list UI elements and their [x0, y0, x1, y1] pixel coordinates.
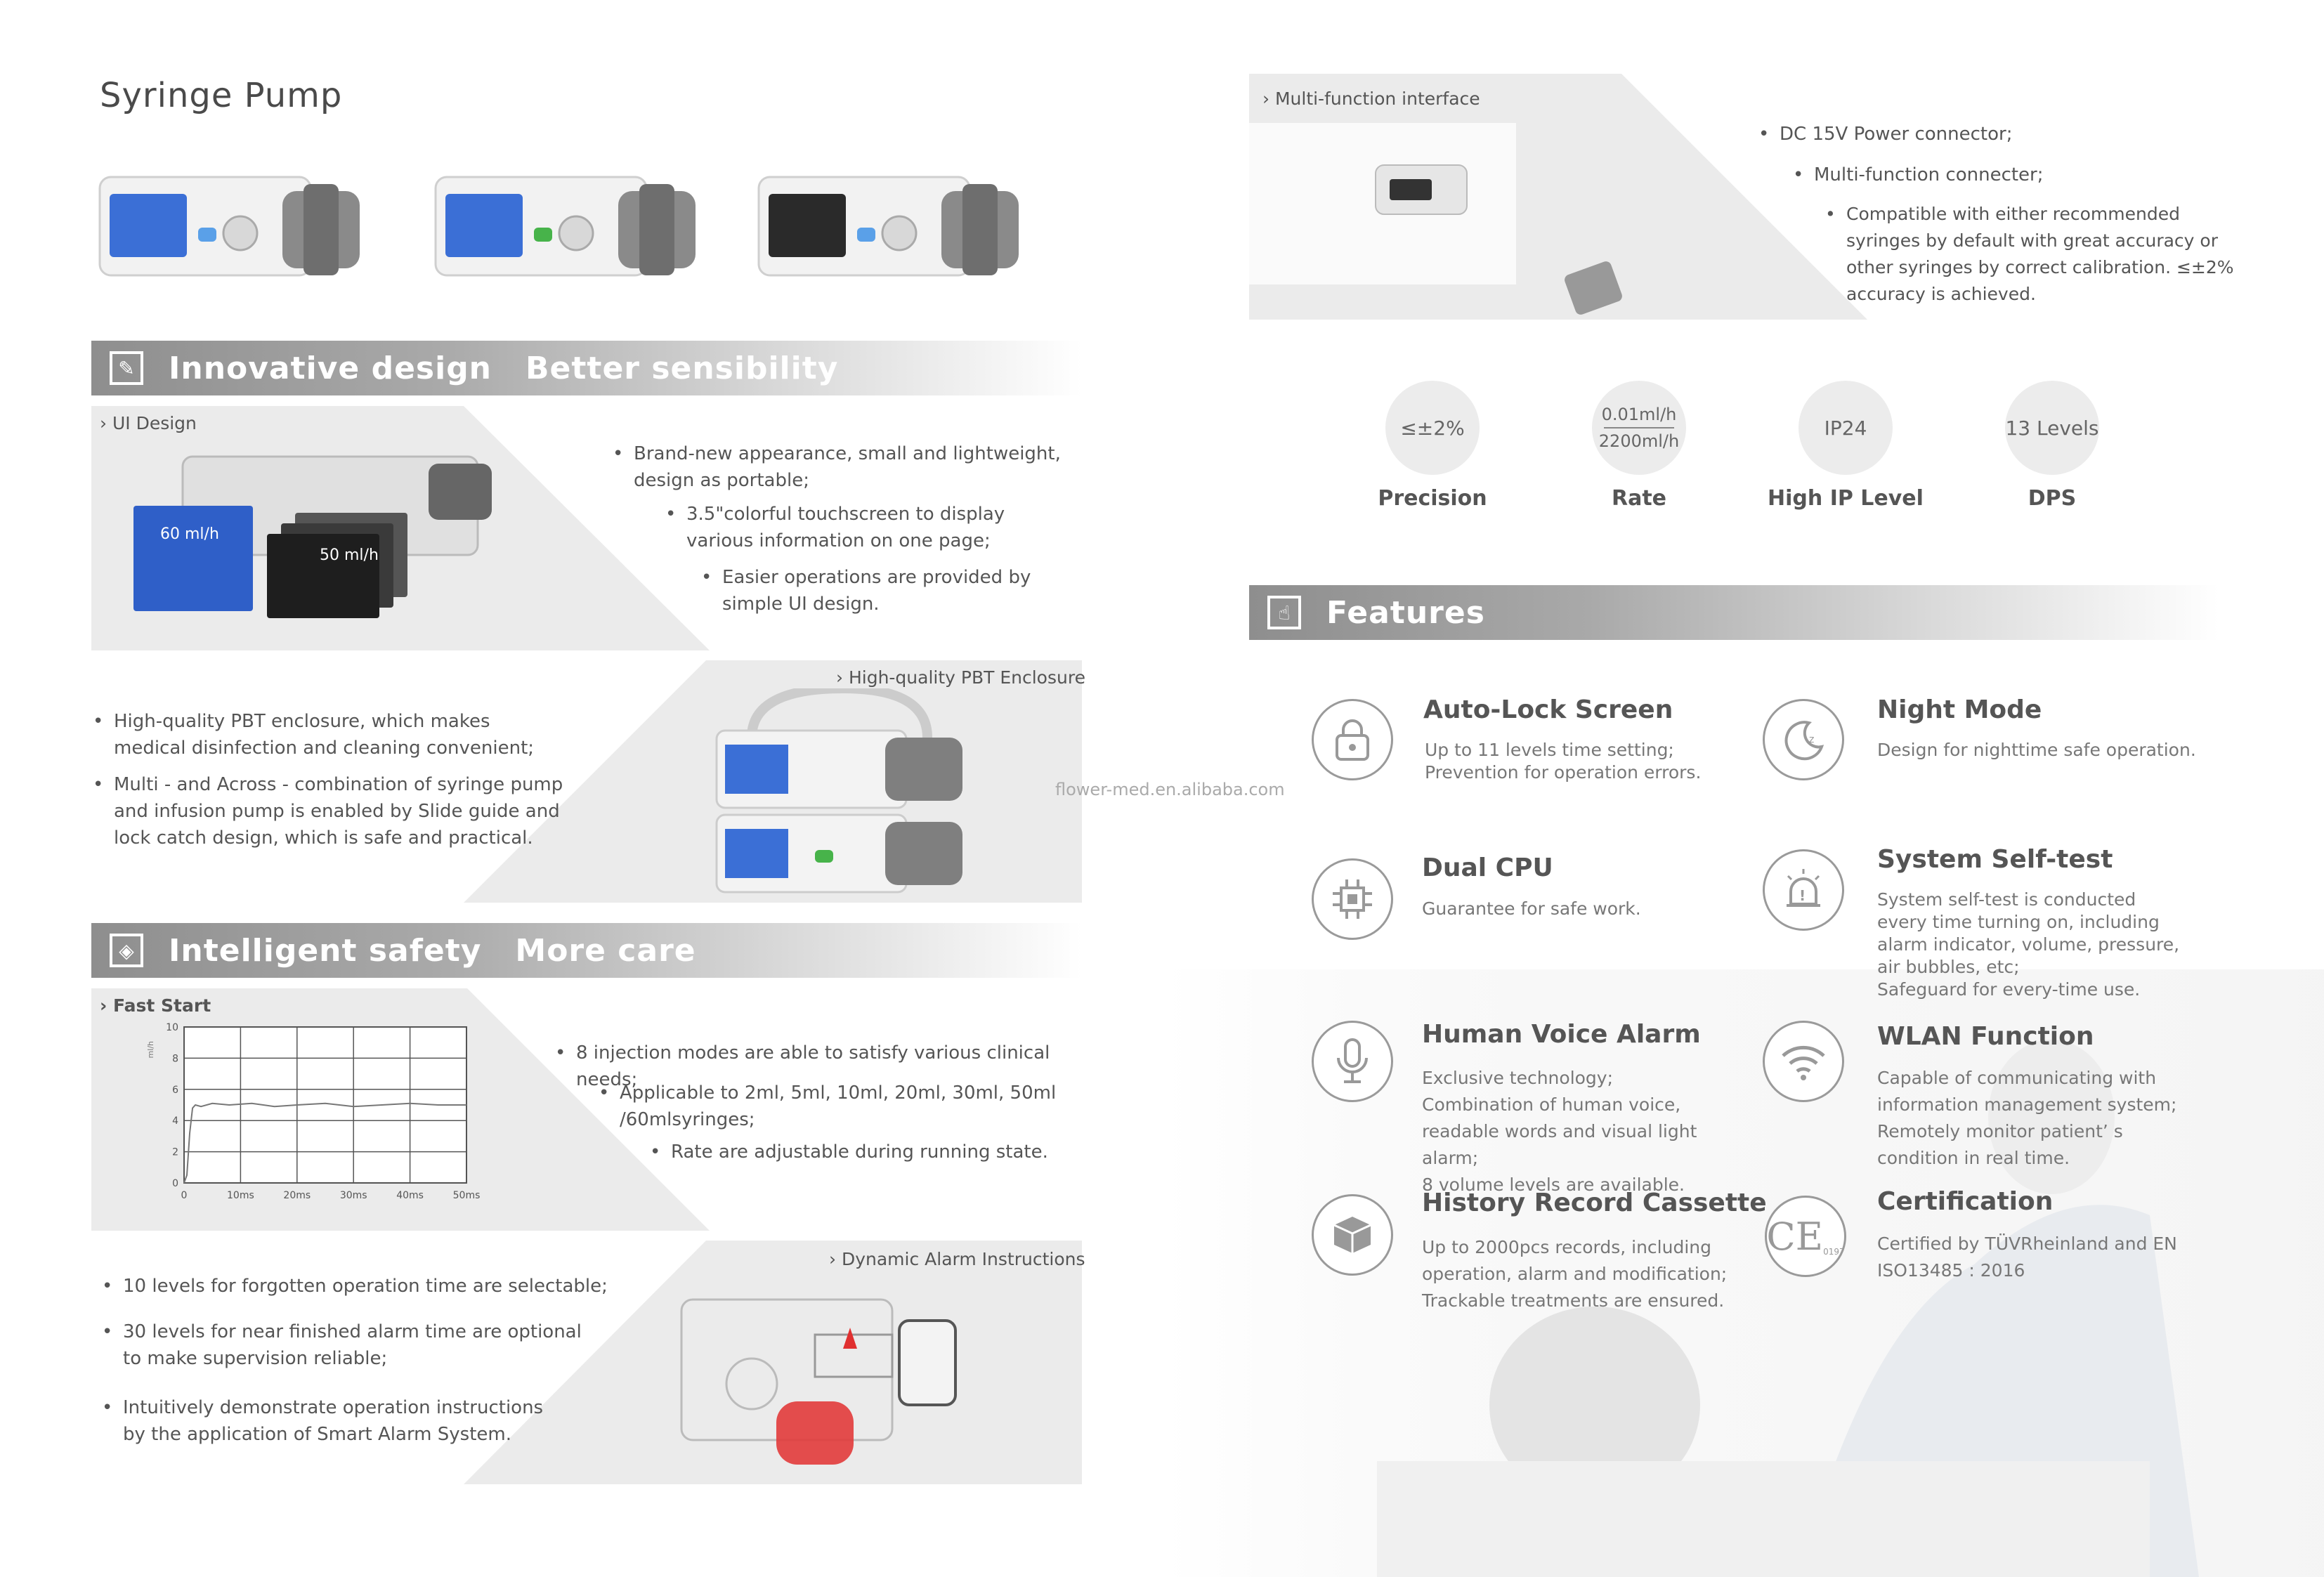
feature-desc: Guarantee for safe work.: [1422, 898, 1641, 919]
banner1-right: Better sensibility: [525, 350, 839, 386]
y-tick-label: 8: [172, 1053, 178, 1064]
ui-design-label: › UI Design: [100, 413, 197, 433]
microphone-icon: [1312, 1021, 1393, 1102]
svg-text:z: z: [1809, 734, 1814, 745]
stat-ip-label: High IP Level: [1768, 486, 1924, 511]
alarm-illustration: [680, 1298, 957, 1465]
feature-desc: Design for nighttime safe operation.: [1877, 740, 2196, 760]
chevron-right-icon: ›: [836, 667, 843, 688]
interface-bullet-1: •DC 15V Power connector;: [1758, 124, 2013, 145]
feature-title: Night Mode: [1877, 695, 2042, 724]
hand-icon: ☝: [1267, 596, 1301, 629]
stat-ip-circle: IP24: [1799, 381, 1893, 475]
x-tick-label: 10ms: [227, 1190, 254, 1201]
chevron-right-icon: ›: [829, 1249, 836, 1269]
stat-dps-label: DPS: [2028, 486, 2077, 511]
alarm-bullet-2: •30 levels for near finished alarm time …: [102, 1321, 582, 1369]
pump-image-green: [434, 176, 696, 277]
y-tick-label: 4: [172, 1115, 178, 1127]
shield-icon: ◈: [110, 934, 143, 967]
banner1-left: Innovative design: [169, 350, 492, 386]
feature-desc: Up to 11 levels time setting;Prevention …: [1425, 740, 1702, 783]
feature-title: History Record Cassette: [1422, 1189, 1767, 1217]
feature-desc: Up to 2000pcs records, including operati…: [1422, 1237, 1728, 1311]
ui-design-screens-image: [133, 455, 492, 618]
cpu-icon: [1312, 858, 1393, 940]
svg-text:!: !: [1799, 887, 1806, 904]
stacked-pumps-image: [715, 688, 962, 894]
feature-title: Dual CPU: [1422, 853, 1553, 882]
interface-panel: [1249, 74, 1867, 320]
y-tick-label: 0: [172, 1178, 178, 1189]
stat-rate-circle: 0.01ml/h 2200ml/h: [1592, 381, 1686, 475]
features-banner-title: Features: [1326, 594, 1485, 631]
stat-precision-label: Precision: [1378, 486, 1487, 511]
enclosure-label: › High-quality PBT Enclosure: [836, 667, 1085, 688]
stat-rate-label: Rate: [1611, 486, 1667, 511]
feature-desc: Certified by TÜVRheinland and EN ISO1348…: [1877, 1234, 2177, 1281]
page-title: Syringe Pump: [100, 76, 343, 115]
alarm-panel: [464, 1241, 1082, 1484]
enclosure-bullet-2: •Multi - and Across - combination of syr…: [93, 774, 563, 849]
stat-precision-circle: ≤±2%: [1385, 381, 1480, 475]
y-tick-label: 6: [172, 1085, 178, 1096]
ui-bullet-1: •Brand-new appearance, small and lightwe…: [613, 443, 1061, 491]
pump-image-dark: [757, 176, 1019, 277]
enclosure-bullet-1: •High-quality PBT enclosure, which makes…: [93, 711, 535, 759]
banner-intelligent-safety: ◈ Intelligent safety More care: [91, 923, 1082, 978]
feature-title: System Self-test: [1877, 845, 2113, 874]
fast-start-bullet-1: •8 injection modes are able to satisfy v…: [555, 1042, 1050, 1090]
ce-icon: CE 0197: [1765, 1196, 1846, 1277]
chevron-right-icon: ›: [100, 995, 107, 1016]
ui-bullet-2: •3.5"colorful touchscreen to display var…: [665, 504, 1005, 551]
pump-image-blue: [98, 176, 360, 277]
wifi-icon: [1763, 1021, 1844, 1102]
alarm-bullet-1: •10 levels for forgotten operation time …: [102, 1276, 608, 1297]
feature-title: WLAN Function: [1877, 1022, 2094, 1051]
x-tick-label: 30ms: [340, 1190, 367, 1201]
feature-desc: Exclusive technology;Combination of huma…: [1422, 1068, 1697, 1195]
y-axis-label: ml/h: [146, 1041, 155, 1058]
x-tick-label: 0: [181, 1190, 188, 1201]
watermark: flower-med.en.alibaba.com: [1055, 780, 1285, 799]
x-tick-label: 40ms: [396, 1190, 424, 1201]
lock-icon: [1312, 699, 1393, 780]
ui-bullet-3: •Easier operations are provided by simpl…: [701, 567, 1031, 615]
chevron-right-icon: ›: [100, 413, 107, 433]
chevron-right-icon: ›: [1262, 89, 1269, 109]
stat-dps-circle: 13 Levels: [2005, 381, 2099, 475]
fast-start-chart: 0 10ms 20ms 30ms 40ms 50ms 0 2 4 6 8 10 ml/h: [146, 1022, 481, 1201]
interface-label: › Multi-function interface: [1262, 89, 1480, 109]
screen-b-text: 50 ml/h: [320, 547, 379, 564]
feature-title: Auto-Lock Screen: [1423, 695, 1673, 724]
screen-a-text: 60 ml/h: [160, 525, 219, 543]
alarm-icon: !: [1763, 849, 1844, 931]
banner2-right: More care: [515, 932, 696, 969]
edit-icon: ✎: [110, 351, 143, 385]
feature-title: Certification: [1877, 1187, 2054, 1216]
alarm-label: › Dynamic Alarm Instructions: [829, 1249, 1085, 1269]
banner-features: ☝ Features: [1249, 585, 2219, 640]
x-tick-label: 20ms: [283, 1190, 311, 1201]
interface-bullet-2: •Multi-function connecter;: [1793, 164, 2044, 185]
fast-start-bullet-2: •Applicable to 2ml, 5ml, 10ml, 20ml, 30m…: [599, 1082, 1057, 1130]
fast-start-bullet-3: •Rate are adjustable during running stat…: [650, 1141, 1048, 1163]
y-tick-label: 2: [172, 1147, 178, 1158]
feature-desc: System self-test is conducted every time…: [1877, 889, 2180, 1000]
series-line: [183, 1102, 466, 1184]
feature-desc: Capable of communicating with informatio…: [1877, 1068, 2177, 1168]
banner-innovative-design: ✎ Innovative design Better sensibility: [91, 341, 1082, 395]
moon-icon: z: [1763, 699, 1844, 780]
feature-title: Human Voice Alarm: [1422, 1020, 1701, 1049]
alarm-bullet-3: •Intuitively demonstrate operation instr…: [102, 1397, 544, 1445]
box-icon: [1312, 1194, 1393, 1276]
interface-bullet-3: •Compatible with either recommended syri…: [1825, 204, 2234, 304]
fast-start-label: › Fast Start: [100, 995, 211, 1016]
banner2-left: Intelligent safety: [169, 932, 482, 969]
x-tick-label: 50ms: [453, 1190, 481, 1201]
y-tick-label: 10: [166, 1022, 178, 1033]
